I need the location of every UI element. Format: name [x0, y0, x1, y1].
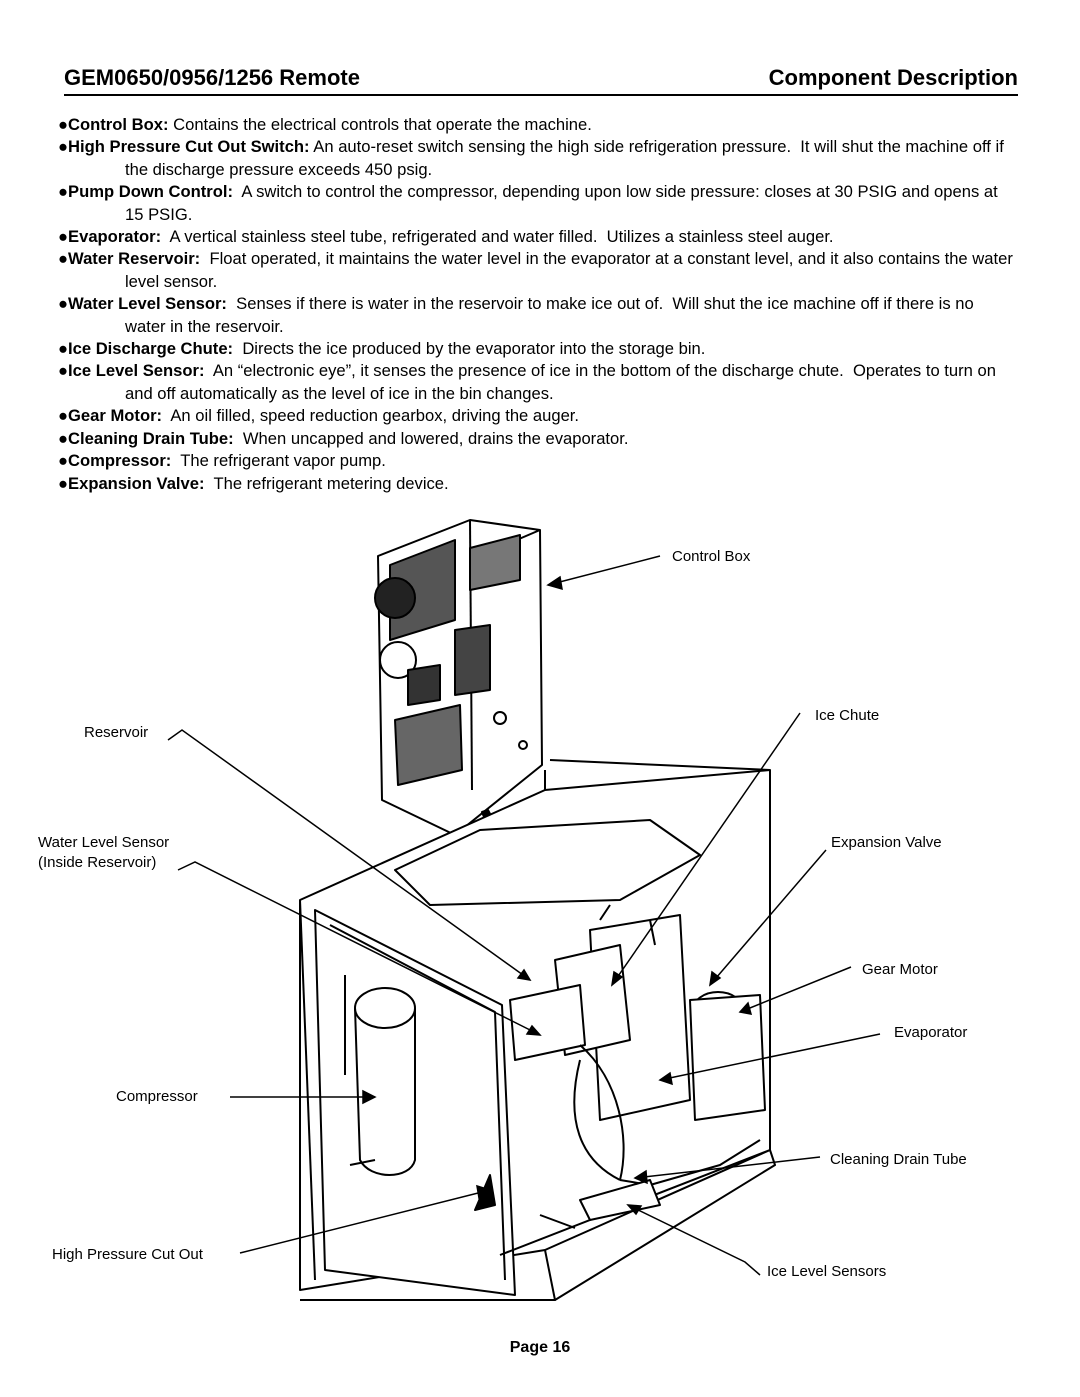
component-item: ●Gear Motor: An oil filled, speed reduct…	[58, 405, 1018, 427]
label-expansion-valve: Expansion Valve	[831, 834, 942, 851]
component-term: ●Water Reservoir:	[58, 249, 201, 269]
component-term: ●High Pressure Cut Out Switch:	[58, 137, 310, 157]
label-ice-level-sensors: Ice Level Sensors	[767, 1263, 887, 1280]
evaporator-illustration	[474, 904, 766, 1229]
component-description: Directs the ice produced by the evaporat…	[233, 339, 706, 359]
component-item: ●High Pressure Cut Out Switch: An auto-r…	[58, 136, 1018, 181]
component-term: ●Control Box:	[58, 115, 169, 134]
component-term: ●Ice Level Sensor:	[58, 361, 205, 381]
section-title: Component Description	[768, 65, 1018, 90]
component-term: ●Pump Down Control:	[58, 182, 234, 202]
component-term: ●Evaporator:	[58, 227, 162, 247]
component-term: ●Expansion Valve:	[58, 473, 205, 493]
component-term: ●Gear Motor:	[58, 406, 163, 426]
component-description: An oil filled, speed reduction gearbox, …	[162, 406, 580, 426]
label-high-pressure-cut-out: High Pressure Cut Out	[52, 1246, 203, 1263]
page-number: Page 16	[509, 1339, 571, 1356]
component-item: ●Expansion Valve: The refrigerant meteri…	[58, 473, 1018, 495]
label-gear-motor: Gear Motor	[862, 961, 938, 978]
label-water-level-sensor: Water Level Sensor	[38, 834, 170, 851]
component-description: An auto-reset switch sensing the high si…	[125, 137, 1009, 179]
component-item: ●Water Reservoir: Float operated, it mai…	[58, 248, 1018, 293]
component-item: ●Compressor: The refrigerant vapor pump.	[58, 450, 1018, 472]
component-description: When uncapped and lowered, drains the ev…	[233, 428, 629, 448]
component-term: ●Cleaning Drain Tube:	[58, 428, 234, 448]
component-item: ●Ice Level Sensor: An “electronic eye”, …	[58, 360, 1018, 405]
component-item: ●Control Box: Contains the electrical co…	[58, 114, 1018, 136]
label-evaporator: Evaporator	[894, 1024, 968, 1041]
label-reservoir: Reservoir	[84, 724, 149, 741]
component-item: ●Evaporator: A vertical stainless steel …	[58, 226, 1018, 248]
model-title: GEM0650/0956/1256 Remote	[64, 65, 360, 90]
label-ice-chute: Ice Chute	[815, 707, 880, 724]
compressor-illustration	[344, 975, 416, 1176]
label-compressor: Compressor	[116, 1088, 198, 1105]
component-list: ●Control Box: Contains the electrical co…	[58, 114, 1018, 495]
component-description: A switch to control the compressor, depe…	[125, 182, 1003, 224]
component-description: A vertical stainless steel tube, refrige…	[161, 227, 834, 247]
component-item: ●Pump Down Control: A switch to control …	[58, 181, 1018, 226]
component-term: ●Compressor:	[58, 451, 172, 471]
component-term: ●Water Level Sensor:	[58, 294, 227, 314]
component-description: Float operated, it maintains the water l…	[125, 249, 1018, 291]
component-item: ●Cleaning Drain Tube: When uncapped and …	[58, 428, 1018, 450]
label-control-box: Control Box	[672, 548, 751, 565]
component-term: ●Ice Discharge Chute:	[58, 339, 234, 359]
component-item: ●Water Level Sensor: Senses if there is …	[58, 293, 1018, 338]
component-description: An “electronic eye”, it senses the prese…	[125, 361, 1001, 403]
ice-machine-diagram	[167, 519, 881, 1301]
component-description: Contains the electrical controls that op…	[168, 115, 592, 134]
component-description: Senses if there is water in the reservoi…	[125, 294, 979, 336]
control-box-illustration	[374, 519, 543, 836]
component-description: The refrigerant metering device.	[204, 473, 449, 493]
component-item: ●Ice Discharge Chute: Directs the ice pr…	[58, 338, 1018, 360]
label-water-level-sensor-sub: (Inside Reservoir)	[38, 854, 157, 871]
page-header: GEM0650/0956/1256 Remote Component Descr…	[64, 62, 1018, 96]
label-cleaning-drain-tube: Cleaning Drain Tube	[830, 1151, 967, 1168]
component-description: The refrigerant vapor pump.	[171, 451, 386, 471]
